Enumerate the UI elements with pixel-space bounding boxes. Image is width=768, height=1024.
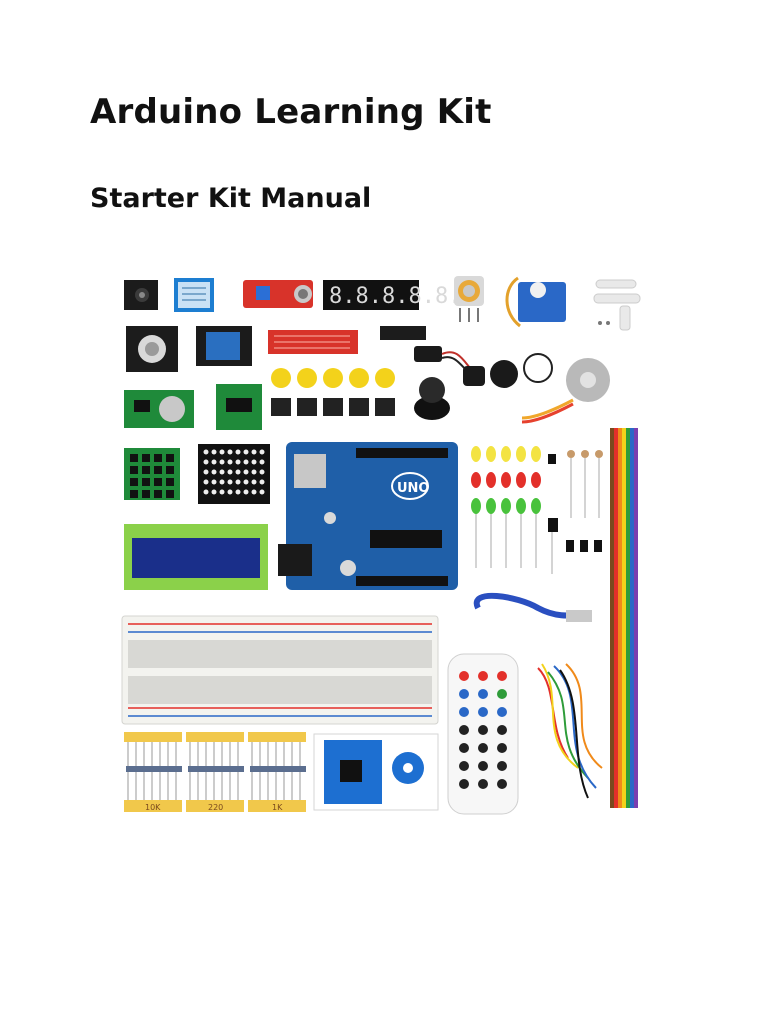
led-matrix — [198, 444, 270, 504]
battery-clip — [414, 346, 485, 386]
potentiometer — [454, 276, 484, 322]
arduino-uno-board: UNO — [278, 442, 458, 590]
ir-receiver — [548, 454, 558, 574]
servo-motor — [505, 276, 566, 328]
photoresistors — [566, 450, 603, 552]
push-buttons — [271, 398, 395, 416]
breadboard — [121, 615, 439, 725]
rainbow-jumper-wires — [610, 428, 638, 808]
led-set — [471, 446, 541, 568]
starter-kit-product-image: 8.8.8.8.8. — [118, 268, 648, 818]
stepper-driver-board — [216, 384, 262, 430]
push-button-caps — [271, 368, 395, 388]
water-level-sensor — [268, 330, 358, 354]
joystick-cap — [414, 377, 450, 420]
ir-sensor-module — [124, 280, 158, 310]
board-label: UNO — [397, 481, 430, 496]
sound-sensor-module — [243, 280, 313, 308]
joystick-module — [126, 326, 178, 372]
usb-cable — [473, 592, 592, 622]
seven-segment-display: 8.8.8.8.8. — [323, 280, 461, 310]
resistor-label-1k: 1K — [272, 803, 283, 812]
seven-segment-digits: 8.8.8.8.8. — [329, 284, 461, 309]
keypad-module — [124, 448, 180, 500]
ic-chip — [380, 326, 426, 340]
stepper-motor — [521, 358, 610, 424]
relay-module — [196, 326, 252, 366]
lcd-1602-display — [124, 524, 268, 590]
buzzer — [490, 353, 553, 388]
resistor-strips: 10K 220 1K — [124, 732, 306, 812]
resistor-label-10k: 10K — [145, 803, 161, 812]
resistor-label-220: 220 — [208, 803, 223, 812]
jumper-wire-bundle — [537, 663, 603, 799]
ir-remote-control — [447, 653, 519, 815]
document-title: Arduino Learning Kit — [90, 92, 492, 132]
rtc-module — [124, 390, 194, 428]
rfid-module — [313, 733, 439, 811]
dht11-sensor — [174, 278, 214, 312]
document-subtitle: Starter Kit Manual — [90, 183, 372, 214]
servo-horns — [593, 279, 641, 331]
